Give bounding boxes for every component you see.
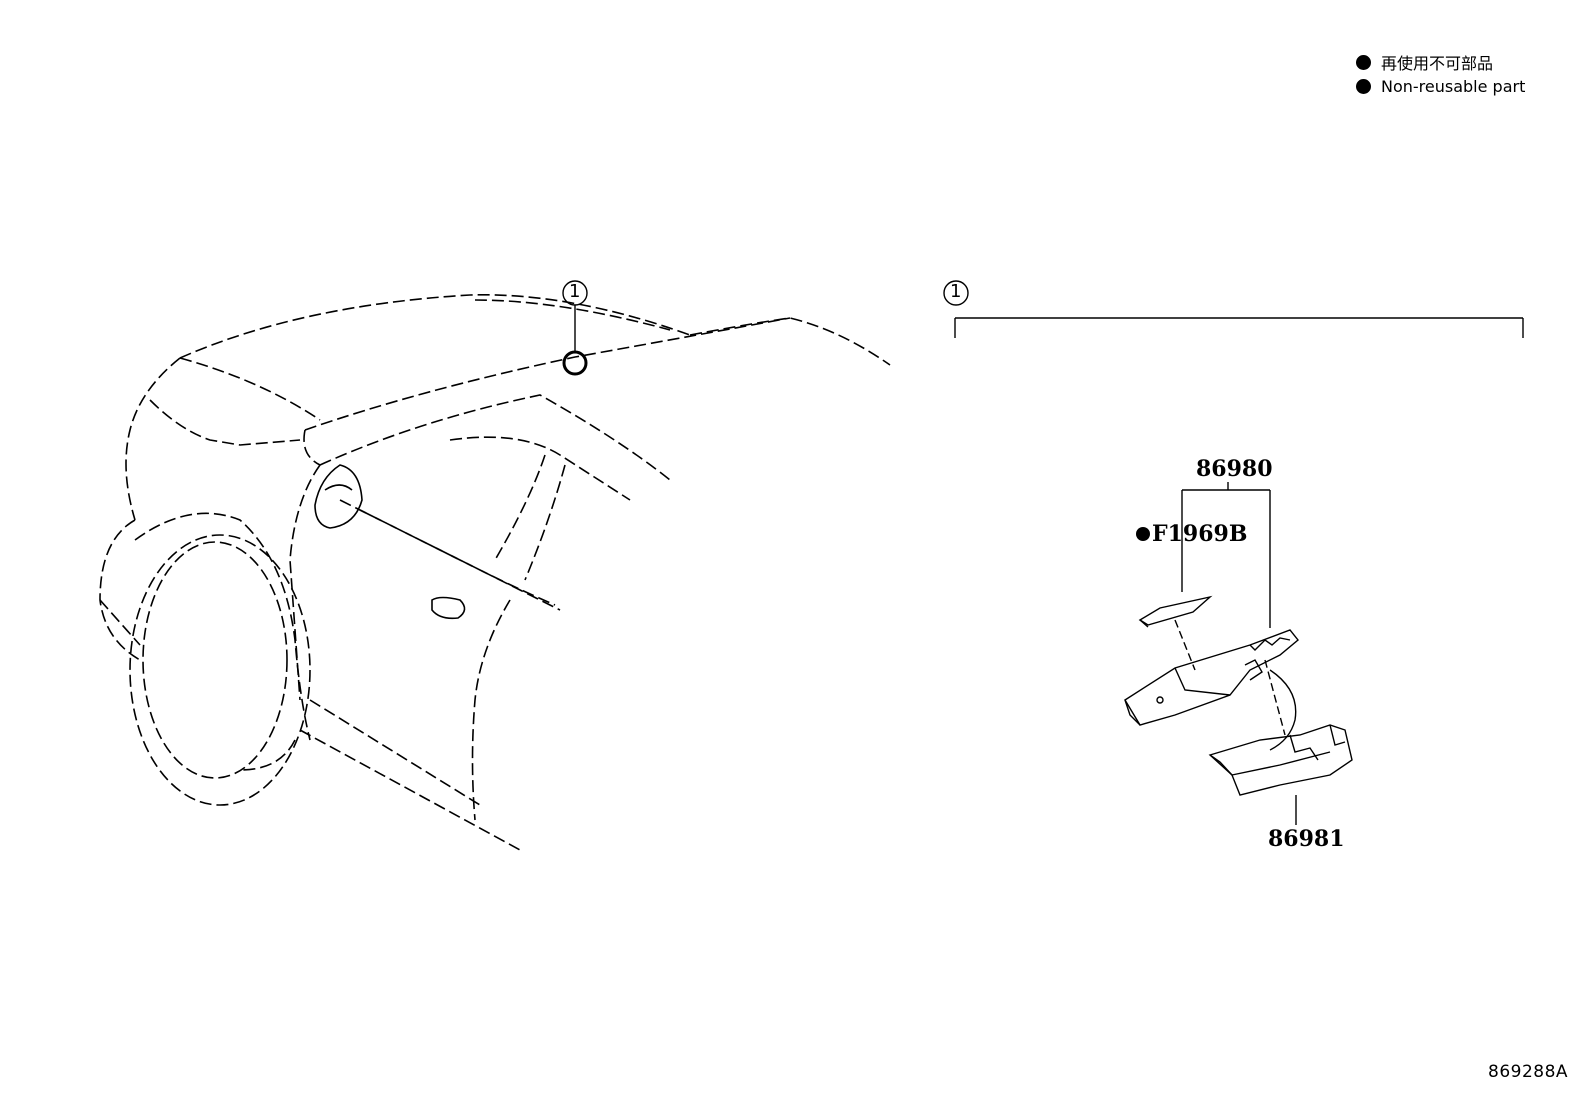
part-number-86980: 86980 [1196,456,1273,482]
legend-label-jp: 再使用不可部品 [1381,54,1494,73]
exploded-parts [1124,595,1353,825]
vehicle-callout-number: 1 [569,281,581,302]
bracket-callout-number: 1 [950,281,962,302]
vehicle-outline [99,294,891,851]
drawing-reference: 869288A [1488,1062,1569,1082]
non-reusable-dot-icon [1356,79,1371,94]
part-86980-leader [1181,482,1271,628]
non-reusable-dot-icon [1356,54,1371,70]
assembly-bracket [943,280,1524,338]
mirror-and-handle [314,299,671,620]
part-number-f1969b-text: F1969B [1152,521,1248,547]
part-number-f1969b: F1969B [1136,523,1247,545]
non-reusable-dot-icon [1136,527,1150,541]
legend-label-en: Non-reusable part [1381,77,1526,96]
legend-item-jp: 再使用不可部品 [1356,50,1493,74]
part-number-86981: 86981 [1268,826,1345,852]
vehicle-callout [562,280,588,376]
legend-item-en: Non-reusable part [1356,77,1525,96]
